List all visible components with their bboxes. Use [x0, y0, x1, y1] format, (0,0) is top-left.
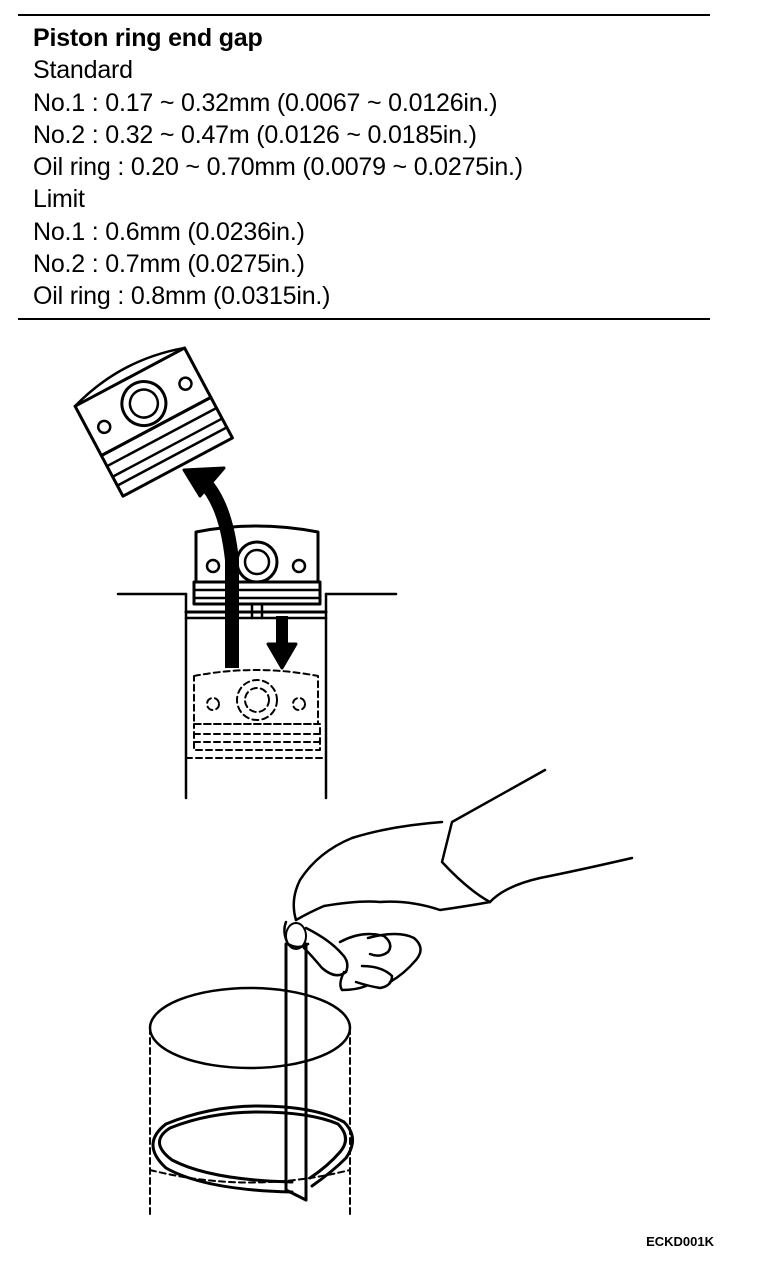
piston-ring [151, 1104, 354, 1194]
cylinder-block [116, 592, 398, 800]
hand [283, 820, 492, 992]
upper-piston [192, 524, 322, 606]
limit-no1: No.1 : 0.6mm (0.0236in.) [33, 217, 305, 246]
lift-arrow-head [182, 466, 226, 498]
feeler-gauge [284, 942, 308, 1202]
lower-cylinder [148, 986, 352, 1216]
spec-title: Piston ring end gap [33, 24, 263, 52]
spec-block: Piston ring end gap Standard No.1 : 0.17… [33, 22, 523, 313]
bottom-rule [18, 318, 710, 320]
tilted-piston [73, 346, 234, 498]
limit-oil-ring: Oil ring : 0.8mm (0.0315in.) [33, 282, 331, 311]
standard-label: Standard [33, 56, 133, 85]
limit-label: Limit [33, 185, 85, 214]
standard-no2: No.2 : 0.32 ~ 0.47m (0.0126 ~ 0.0185in.) [33, 120, 477, 149]
figure-code: ECKD001K [646, 1234, 714, 1249]
lift-arrow [198, 477, 239, 668]
standard-no1: No.1 : 0.17 ~ 0.32mm (0.0067 ~ 0.0126in.… [33, 88, 498, 117]
standard-oil-ring: Oil ring : 0.20 ~ 0.70mm (0.0079 ~ 0.027… [33, 153, 523, 182]
top-rule [18, 14, 710, 16]
limit-no2: No.2 : 0.7mm (0.0275in.) [33, 250, 305, 279]
dashed-piston [185, 669, 327, 759]
arm-sleeve [440, 768, 634, 904]
push-arrow-head [266, 642, 298, 670]
